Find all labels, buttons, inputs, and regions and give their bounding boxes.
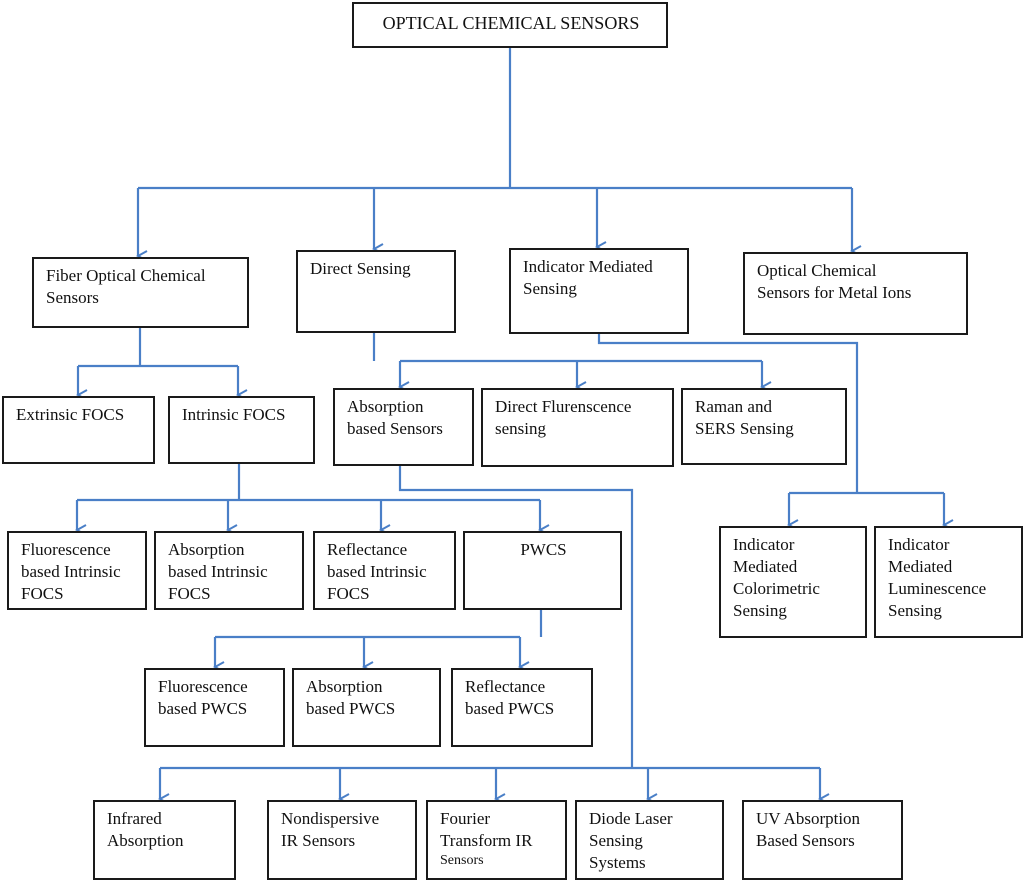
node-absorption-based-sensors: Absorption based Sensors — [333, 388, 474, 466]
node-label: Raman and SERS Sensing — [695, 397, 794, 438]
node-label: Indicator Mediated Colorimetric Sensing — [733, 535, 820, 620]
node-label: Absorption based Sensors — [347, 397, 443, 438]
node-raman-sers-sensing: Raman and SERS Sensing — [681, 388, 847, 465]
node-label: Nondispersive IR Sensors — [281, 809, 380, 850]
node-label: OPTICAL CHEMICAL SENSORS — [382, 13, 640, 33]
node-metal-ions: Optical Chemical Sensors for Metal Ions — [743, 252, 968, 335]
node-fluorescence-pwcs: Fluorescence based PWCS — [144, 668, 285, 747]
node-sublabel: Sensors — [440, 853, 484, 868]
node-label: Fiber Optical Chemical Sensors — [46, 266, 206, 307]
node-nondispersive-ir: Nondispersive IR Sensors — [267, 800, 417, 880]
node-extrinsic-focs: Extrinsic FOCS — [2, 396, 155, 464]
node-label: Infrared Absorption — [107, 809, 184, 850]
node-fourier-transform-ir: Fourier Transform IR Sensors — [426, 800, 567, 880]
node-label: Reflectance based PWCS — [465, 677, 555, 718]
node-fluorescence-intrinsic-focs: Fluorescence based Intrinsic FOCS — [7, 531, 147, 610]
node-infrared-absorption: Infrared Absorption — [93, 800, 236, 880]
node-label: Direct Flurenscence sensing — [495, 397, 632, 438]
node-direct-fluorescence-sensing: Direct Flurenscence sensing — [481, 388, 674, 467]
node-indicator-colorimetric: Indicator Mediated Colorimetric Sensing — [719, 526, 867, 638]
node-label: Diode Laser Sensing Systems — [589, 809, 673, 872]
node-absorption-pwcs: Absorption based PWCS — [292, 668, 441, 747]
connector-line — [597, 334, 859, 493]
node-direct-sensing: Direct Sensing — [296, 250, 456, 333]
node-indicator-luminescence: Indicator Mediated Luminescence Sensing — [874, 526, 1023, 638]
node-label: PWCS — [520, 540, 567, 559]
node-label: UV Absorption Based Sensors — [756, 809, 861, 850]
node-absorption-intrinsic-focs: Absorption based Intrinsic FOCS — [154, 531, 304, 610]
node-optical-chemical-sensors: OPTICAL CHEMICAL SENSORS — [352, 2, 668, 48]
node-label: Intrinsic FOCS — [182, 405, 286, 424]
node-label: Optical Chemical Sensors for Metal Ions — [757, 261, 912, 302]
node-label: Indicator Mediated Luminescence Sensing — [888, 535, 987, 620]
node-intrinsic-focs: Intrinsic FOCS — [168, 396, 315, 464]
connector-line — [398, 466, 634, 768]
node-label: Fluorescence based Intrinsic FOCS — [21, 540, 121, 603]
node-fiber-optical-chemical-sensors: Fiber Optical Chemical Sensors — [32, 257, 249, 328]
node-label: Reflectance based Intrinsic FOCS — [327, 540, 427, 603]
node-diode-laser-sensing: Diode Laser Sensing Systems — [575, 800, 724, 880]
node-label: Indicator Mediated Sensing — [523, 257, 653, 298]
node-reflectance-pwcs: Reflectance based PWCS — [451, 668, 593, 747]
node-label: Fluorescence based PWCS — [158, 677, 248, 718]
node-label: Absorption based PWCS — [306, 677, 396, 718]
node-uv-absorption: UV Absorption Based Sensors — [742, 800, 903, 880]
node-label: Fourier Transform IR — [440, 809, 533, 850]
node-label: Direct Sensing — [310, 259, 411, 278]
node-label: Extrinsic FOCS — [16, 405, 125, 424]
node-indicator-mediated-sensing: Indicator Mediated Sensing — [509, 248, 689, 334]
node-reflectance-intrinsic-focs: Reflectance based Intrinsic FOCS — [313, 531, 456, 610]
node-label: Absorption based Intrinsic FOCS — [168, 540, 268, 603]
node-pwcs: PWCS — [463, 531, 622, 610]
